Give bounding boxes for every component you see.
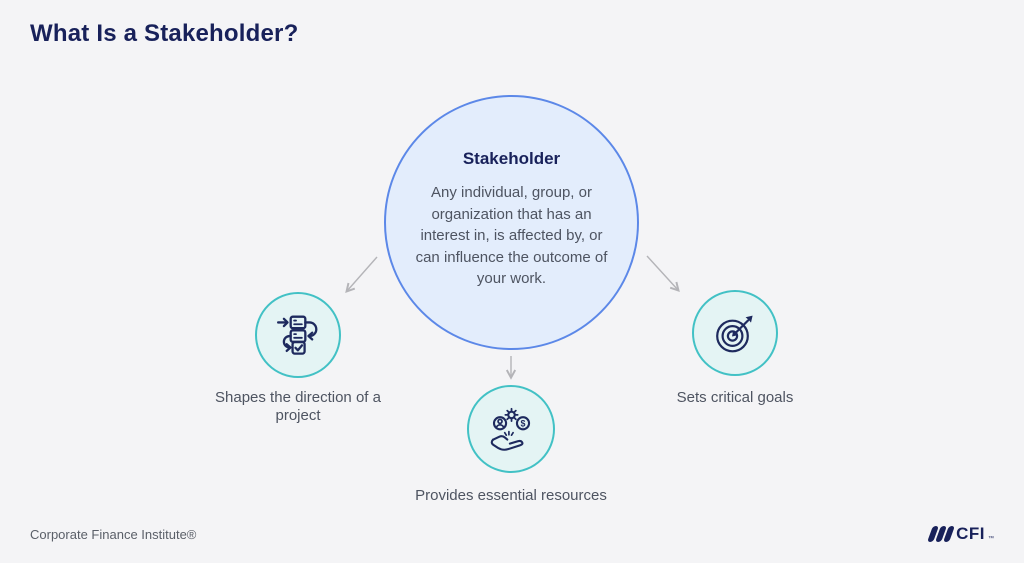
arrow-to-left-node [345,256,378,294]
node-label-shapes-direction: Shapes the direction of a project [215,389,381,425]
attribution-text: Corporate Finance Institute® [30,527,197,542]
cfi-logo: CFI ™ [926,524,994,544]
stakeholder-definition-text: Any individual, group, or organization t… [415,184,608,288]
page-title: What Is a Stakeholder? [30,20,299,47]
node-label-sets-goals: Sets critical goals [676,389,794,406]
hand-resources-icon: $ [490,407,531,451]
node-provides-resources: $ [467,385,555,473]
cfi-logo-text: CFI [956,524,985,543]
workflow-icon [276,315,318,355]
node-sets-goals [692,290,778,376]
dollar-glyph: $ [521,418,526,428]
node-shapes-direction [255,292,341,378]
target-icon [716,315,753,353]
stakeholder-heading: Stakeholder [462,149,561,168]
arrow-to-right-node [646,255,680,293]
node-label-provides-resources: Provides essential resources [415,487,607,504]
stakeholder-definition-circle: Stakeholder Any individual, group, or or… [384,95,639,350]
cfi-logo-bars-icon [926,526,955,542]
cfi-logo-trademark: ™ [988,536,994,542]
